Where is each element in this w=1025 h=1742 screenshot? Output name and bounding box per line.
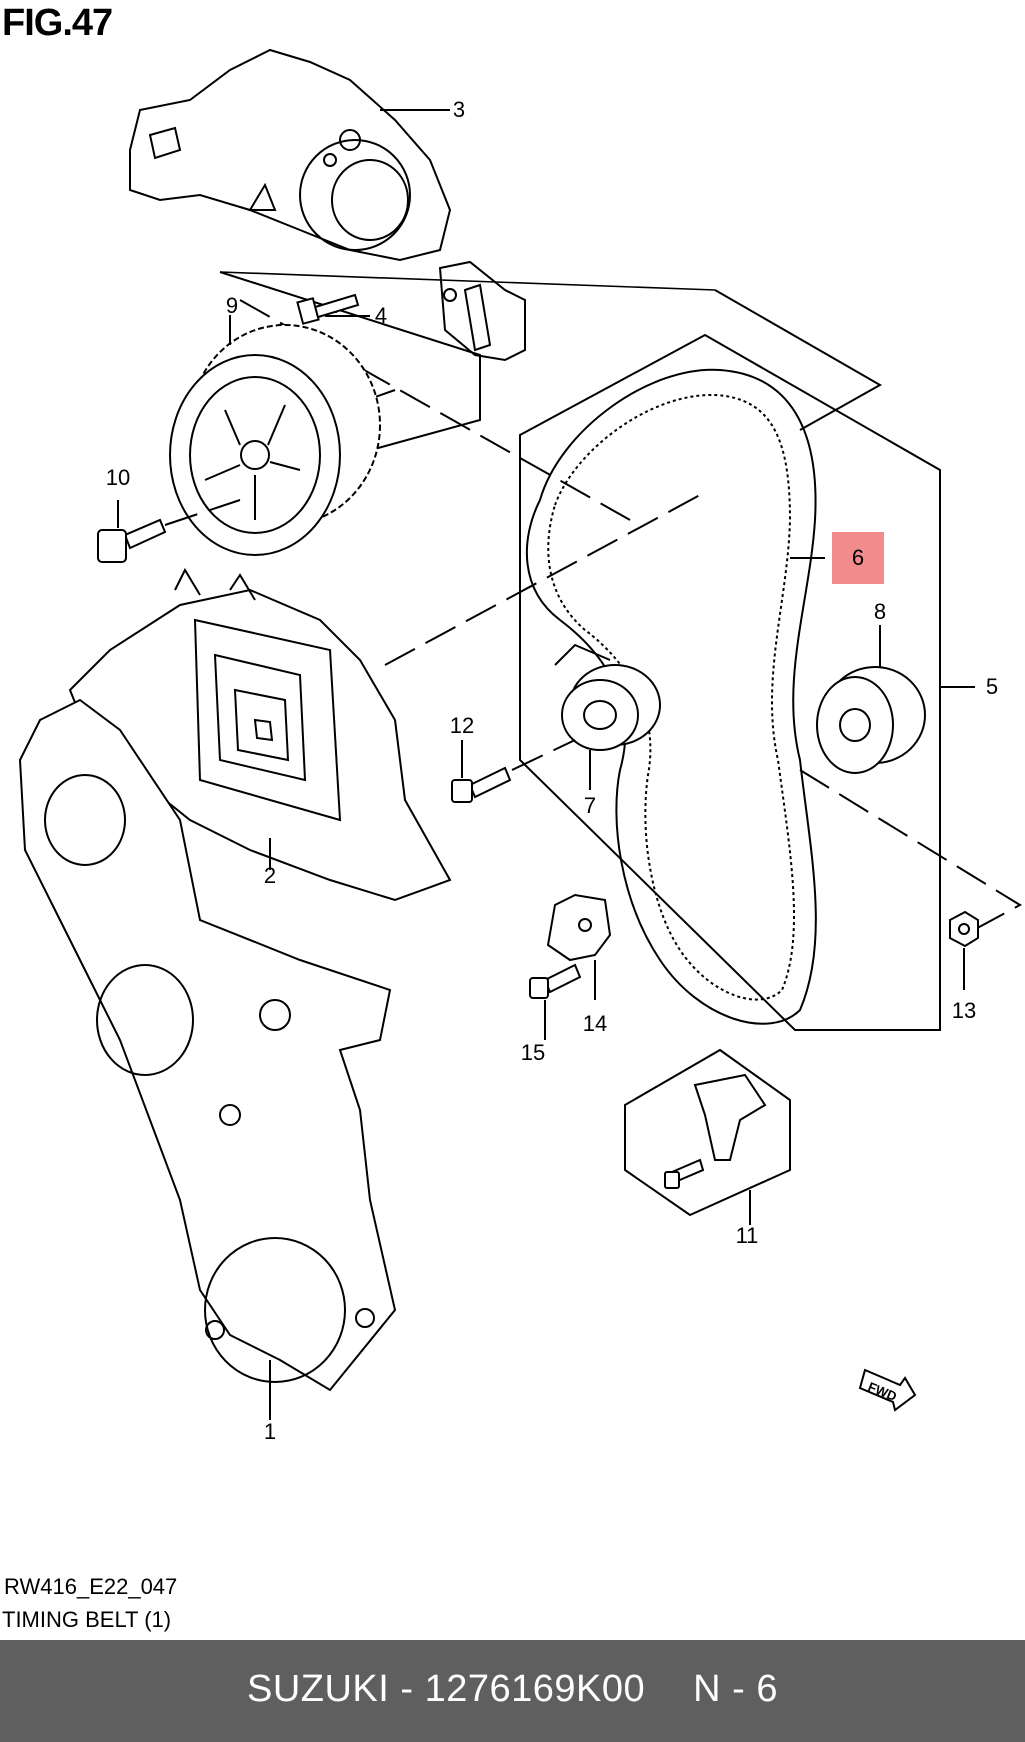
- fwd-arrow-icon: FWD: [858, 1368, 917, 1412]
- callout-9[interactable]: 9: [225, 293, 239, 318]
- part-14-sensor-bracket: [546, 893, 612, 1000]
- callout-1[interactable]: 1: [263, 1419, 277, 1444]
- footer-separator: -: [400, 1668, 414, 1710]
- footer-text: SUZUKI - 1276169K00 N - 6: [0, 1668, 1025, 1711]
- footer-part-number: 1276169K00: [424, 1668, 646, 1710]
- part-12-bolt: [451, 739, 576, 803]
- footer-position: N - 6: [693, 1668, 779, 1710]
- callout-8[interactable]: 8: [873, 599, 887, 624]
- part-1-lower-cover: [18, 698, 397, 1420]
- footer-bar: SUZUKI - 1276169K00 N - 6: [0, 1640, 1025, 1742]
- callout-3[interactable]: 3: [452, 97, 466, 122]
- callout-11[interactable]: 11: [735, 1223, 759, 1248]
- part-9-camshaft-pulley: [169, 315, 381, 556]
- callout-13[interactable]: 13: [951, 998, 977, 1023]
- callout-7[interactable]: 7: [583, 793, 597, 818]
- part-8-idler-pulley: [816, 625, 926, 774]
- cover-bracket: [438, 260, 526, 362]
- figure-title: FIG.47: [2, 2, 113, 44]
- part-13-nut: [949, 910, 979, 990]
- part-4-bolt: [296, 293, 370, 325]
- timing-belt-exploded-diagram: FWD: [18, 48, 1023, 1420]
- diagram-code: RW416_E22_047: [4, 1574, 178, 1599]
- callout-5[interactable]: 5: [985, 674, 999, 699]
- part-3-upper-rear-cover: [129, 48, 452, 262]
- callout-12[interactable]: 12: [449, 713, 475, 738]
- callout-2[interactable]: 2: [263, 863, 277, 888]
- callout-14[interactable]: 14: [582, 1011, 608, 1036]
- callout-10[interactable]: 10: [105, 465, 131, 490]
- part-15-bolt: [529, 963, 582, 1040]
- part-7-tensioner-pulley: [554, 643, 661, 790]
- footer-brand: SUZUKI: [246, 1668, 390, 1710]
- part-10-bolt: [97, 499, 241, 563]
- callout-4[interactable]: 4: [374, 303, 388, 328]
- callout-6-highlighted[interactable]: 6: [832, 532, 884, 584]
- diagram-subtitle: TIMING BELT (1): [2, 1607, 172, 1632]
- part-11-guide-kit: [624, 1048, 791, 1225]
- callout-15[interactable]: 15: [520, 1040, 546, 1065]
